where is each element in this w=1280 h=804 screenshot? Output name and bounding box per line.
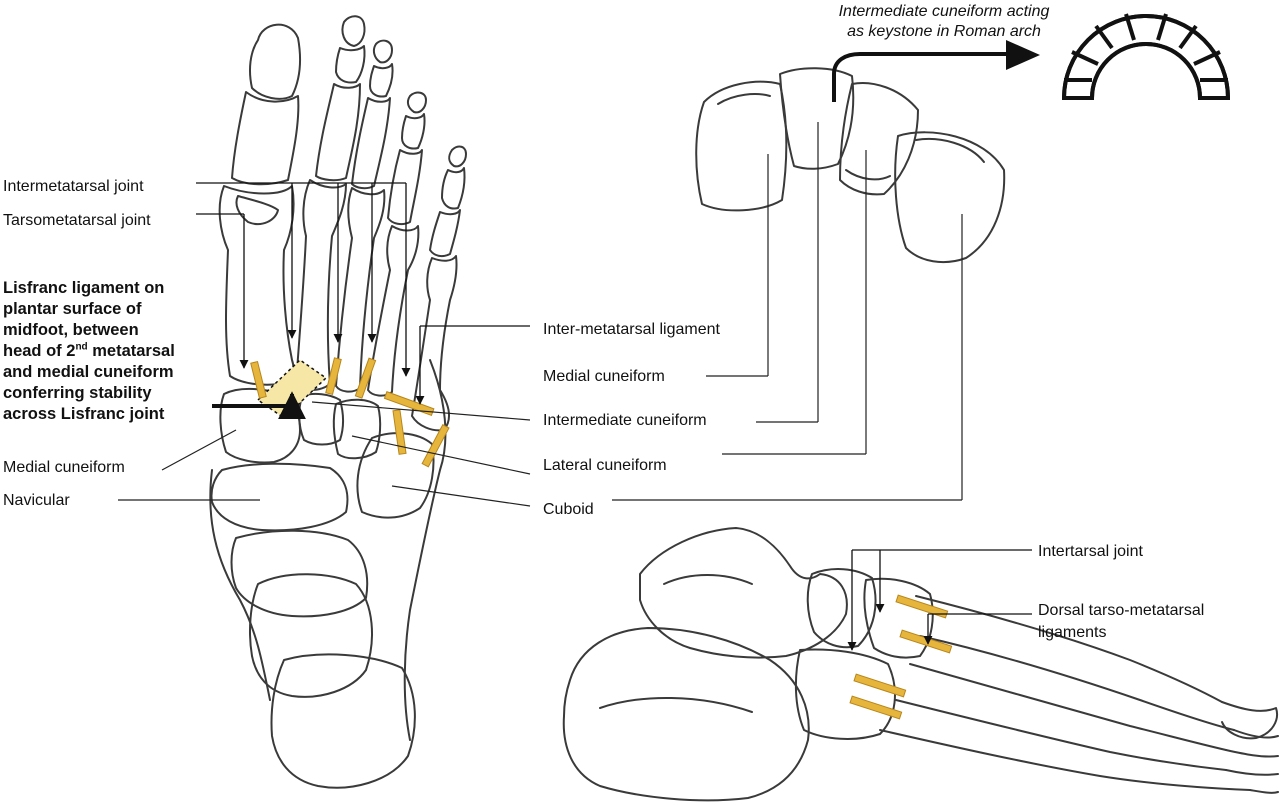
label-keystone: Intermediate cuneiform acting as keyston… — [806, 2, 1082, 42]
lisfranc-line: conferring stability — [3, 384, 152, 402]
ligament-bar — [853, 673, 907, 698]
toe5-middle — [441, 167, 466, 210]
ligament-bar — [250, 360, 267, 399]
label-inter-metatarsal-ligament: Inter-metatarsal ligament — [543, 321, 720, 338]
metatarsal-1-head — [235, 195, 279, 226]
lisfranc-line-part: metatarsal — [87, 342, 175, 360]
metatarsal-4 — [367, 225, 420, 397]
toe3-proximal — [351, 97, 391, 190]
toe3-middle — [369, 63, 394, 98]
lisfranc-line: plantar surface of — [3, 300, 142, 318]
label-intertarsal-joint: Intertarsal joint — [1038, 543, 1143, 560]
calcaneus-left — [270, 653, 416, 789]
lisfranc-line-part: head of 2 — [3, 342, 76, 360]
roman-arch — [1061, 13, 1231, 100]
toe5-distal — [448, 145, 467, 168]
lisfranc-line: and medial cuneiform — [3, 363, 174, 381]
label-cuboid: Cuboid — [543, 501, 594, 518]
cuboid-lateral — [794, 648, 896, 740]
foot-outline-medial — [209, 469, 271, 701]
lisfranc-line: Lisfranc ligament on — [3, 279, 165, 297]
label-tarsometatarsal-joint: Tarsometatarsal joint — [3, 212, 151, 229]
superscript: nd — [75, 341, 88, 353]
label-intermediate-cuneiform: Intermediate cuneiform — [543, 412, 707, 429]
toe3-distal — [372, 39, 393, 64]
medial-cuneiform-section — [695, 80, 788, 212]
metatarsal-1 — [218, 185, 295, 386]
metatarsal-3 — [335, 187, 386, 393]
label-navicular: Navicular — [3, 492, 70, 509]
keystone-line: as keystone in Roman arch — [847, 23, 1041, 40]
toe5-proximal — [429, 209, 461, 258]
intermediate-cuneiform-section — [779, 67, 855, 170]
label-medial-cuneiform-mid: Medial cuneiform — [543, 368, 665, 385]
cuneiforms-lateral — [863, 577, 934, 659]
lisfranc-line: across Lisfranc joint — [3, 405, 165, 423]
label-intermetatarsal-joint: Intermetatarsal joint — [3, 178, 144, 195]
navicular-lateral — [806, 568, 877, 649]
toe2-middle — [335, 45, 366, 84]
toe4-proximal — [387, 149, 423, 226]
ligament-bar — [392, 409, 407, 455]
lateral-leaders — [847, 549, 1032, 651]
label-lateral-cuneiform: Lateral cuneiform — [543, 457, 667, 474]
foot-outline-lateral — [403, 359, 447, 741]
lisfranc-line: midfoot, between — [3, 321, 139, 339]
label-lisfranc-ligament: Lisfranc ligament on plantar surface of … — [3, 278, 175, 425]
ligament-bar — [849, 695, 903, 720]
label-medial-cuneiform-left: Medial cuneiform — [3, 459, 125, 476]
ligament-bar — [354, 357, 377, 399]
intermediate-cuneiform-left — [298, 392, 344, 446]
toe2-distal — [341, 15, 366, 47]
toe4-distal — [406, 91, 427, 114]
navicular-left — [210, 462, 349, 532]
lateral-cuneiform-left — [332, 398, 382, 460]
cuboid-section — [894, 131, 1006, 264]
keystone-line: Intermediate cuneiform acting — [838, 3, 1050, 20]
talus-left — [230, 529, 369, 618]
lateral-foot-drawing — [562, 527, 1279, 802]
lisfranc-line: head of 2nd metatarsal — [3, 341, 175, 362]
metatarsal-5 — [411, 255, 458, 432]
lisfranc-ligament-highlight — [256, 359, 328, 419]
plantar-foot-drawing — [209, 15, 467, 789]
talus-dome — [249, 573, 373, 698]
calcaneus-lateral — [562, 627, 810, 802]
left-leaders — [118, 182, 531, 507]
dorsal-line: ligaments — [1038, 624, 1107, 641]
arch-cross-section — [612, 40, 1040, 501]
hallux-distal-phalanx — [249, 23, 301, 100]
talus-lateral — [639, 527, 848, 659]
toe2-proximal — [315, 83, 361, 182]
dorsal-line: Dorsal tarso-metatarsal — [1038, 602, 1205, 619]
lateral-cuneiform-section — [839, 82, 919, 196]
ligament-bar — [421, 424, 450, 468]
label-dorsal-tarso-metatarsal-ligaments: Dorsal tarso-metatarsal ligaments — [1038, 600, 1204, 644]
cuboid-left — [356, 432, 435, 519]
toe4-middle — [401, 113, 426, 150]
hallux-proximal-phalanx — [231, 91, 300, 186]
ligament-bar — [325, 357, 342, 396]
